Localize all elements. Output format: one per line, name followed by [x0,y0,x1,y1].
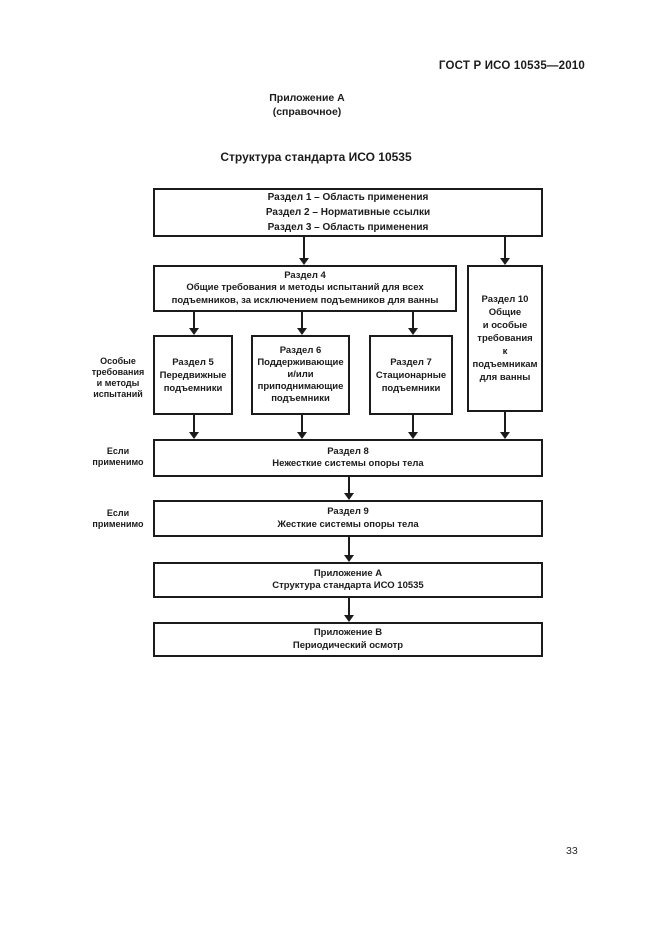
box-sections-1-3: Раздел 1 – Область применения Раздел 2 –… [153,188,543,237]
box-section-7: Раздел 7 Стационарные подъемники [369,335,453,415]
arrow-down-icon [297,415,307,439]
arrow-down-icon [500,237,510,265]
arrow-down-icon [408,415,418,439]
box-section-10: Раздел 10 Общие и особые требования к по… [467,265,543,412]
document-header: ГОСТ Р ИСО 10535—2010 [438,60,585,72]
arrow-down-icon [189,312,199,335]
box-section-9: Раздел 9 Жесткие системы опоры тела [153,500,543,537]
box-annex-b: Приложение В Периодический осмотр [153,622,543,657]
label-if-applicable-2: Если применимо [92,508,144,529]
box-section-5-text: Раздел 5 Передвижные подъемники [159,356,227,394]
arrow-down-icon [500,412,510,439]
box-section-8: Раздел 8 Нежесткие системы опоры тела [153,439,543,477]
arrow-down-icon [344,537,354,562]
arrow-down-icon [344,598,354,622]
box-section-7-text: Раздел 7 Стационарные подъемники [375,356,447,394]
box-annex-b-text: Приложение В Периодический осмотр [292,627,404,651]
box-section-10-text: Раздел 10 Общие и особые требования к по… [472,294,538,383]
box-section-6-text: Раздел 6 Поддерживающие и/или приподнима… [257,345,344,404]
label-if-applicable-1: Если применимо [92,446,144,467]
arrow-down-icon [189,415,199,439]
box-section-5: Раздел 5 Передвижные подъемники [153,335,233,415]
label-special-requirements: Особые требования и методы испытаний [91,356,145,399]
page-number: 33 [566,845,578,857]
arrow-down-icon [344,477,354,500]
box-section-9-text: Раздел 9 Жесткие системы опоры тела [277,506,419,530]
box-annex-a: Приложение А Структура стандарта ИСО 105… [153,562,543,598]
annex-heading: Приложение А (справочное) [269,92,345,118]
page-title: Структура стандарта ИСО 10535 [220,150,412,164]
arrow-down-icon [297,312,307,335]
box-section-4: Раздел 4 Общие требования и методы испыт… [153,265,457,312]
box-annex-a-text: Приложение А Структура стандарта ИСО 105… [272,567,424,592]
arrow-down-icon [299,237,309,265]
box-section-8-text: Раздел 8 Нежесткие системы опоры тела [272,445,424,470]
box-section-4-text: Раздел 4 Общие требования и методы испыт… [171,269,439,306]
box-sections-1-3-text: Раздел 1 – Область применения Раздел 2 –… [265,192,431,233]
arrow-down-icon [408,312,418,335]
box-section-6: Раздел 6 Поддерживающие и/или приподнима… [251,335,350,415]
